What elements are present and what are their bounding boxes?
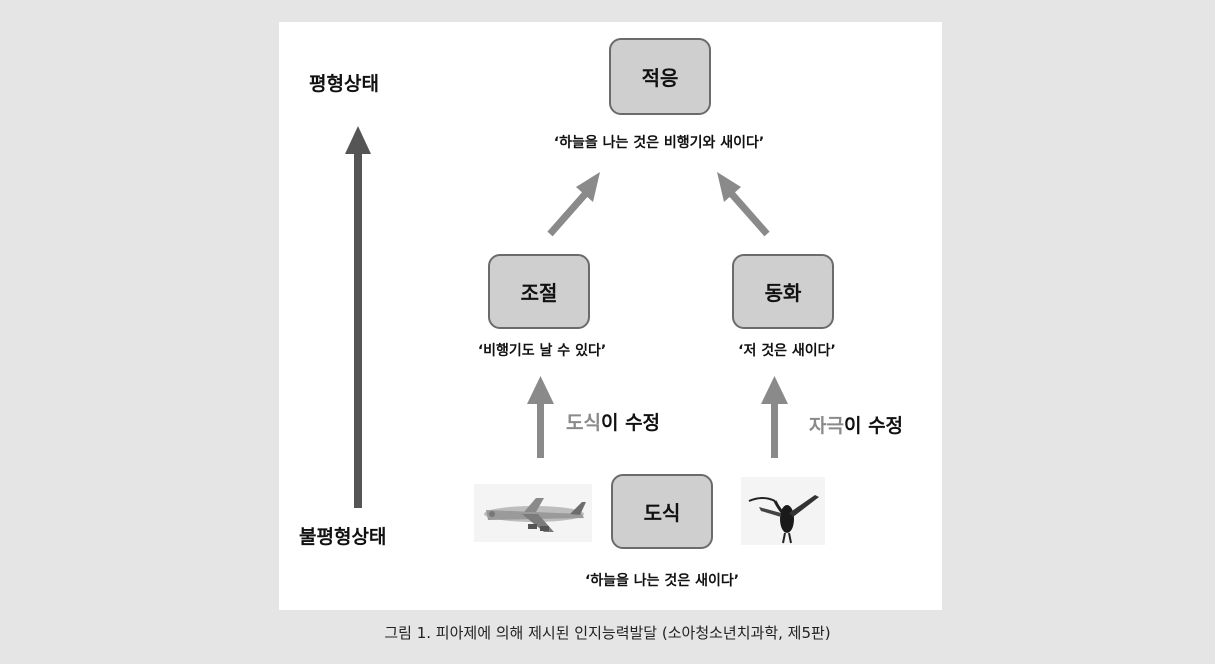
accommodation-box: 조절 <box>488 254 590 329</box>
schema-title: 도식 <box>643 501 681 525</box>
accommodation-title: 조절 <box>520 281 558 305</box>
equilibrium-label: 평형상태 <box>309 73 379 95</box>
arrow-stimulus-modified <box>761 376 788 458</box>
assimilation-box: 동화 <box>732 254 834 329</box>
progression-arrow <box>345 126 371 508</box>
crane-bird-photo <box>741 477 825 545</box>
schema-caption: ‘하늘을 나는 것은 새이다’ <box>584 573 740 589</box>
schema-modified-rest: 이 수정 <box>600 412 661 434</box>
stimulus-modified-rest: 이 수정 <box>843 415 904 437</box>
assimilation-title: 동화 <box>764 281 802 305</box>
schema-modified-label: 도식이 수정 <box>566 408 660 435</box>
assimilation-caption: ‘저 것은 새이다’ <box>738 343 836 359</box>
disequilibrium-label: 불평형상태 <box>299 526 387 548</box>
stimulus-modified-label: 자극이 수정 <box>809 411 903 438</box>
accommodation-caption: ‘비행기도 날 수 있다’ <box>477 343 607 359</box>
figure-caption: 그림 1. 피아제에 의해 제시된 인지능력발달 (소아청소년치과학, 제5판) <box>384 624 831 642</box>
adaptation-title: 적응 <box>641 66 679 90</box>
adaptation-caption: ‘하늘을 나는 것은 비행기와 새이다’ <box>553 135 765 151</box>
schema-box: 도식 <box>611 474 713 549</box>
schema-modified-highlight: 도식 <box>566 412 601 434</box>
arrow-accommodation-to-adaptation <box>547 172 600 237</box>
stimulus-modified-highlight: 자극 <box>809 415 844 437</box>
arrow-schema-modified <box>527 376 554 458</box>
adaptation-box: 적응 <box>609 38 711 115</box>
diagram-panel: 평형상태 불평형상태 적응 ‘하늘을 나는 것은 비행기와 새이다’ 조절 ‘비… <box>279 22 942 610</box>
arrow-assimilation-to-adaptation <box>717 172 770 237</box>
airplane-photo <box>474 484 592 542</box>
arrows-layer <box>345 126 825 545</box>
